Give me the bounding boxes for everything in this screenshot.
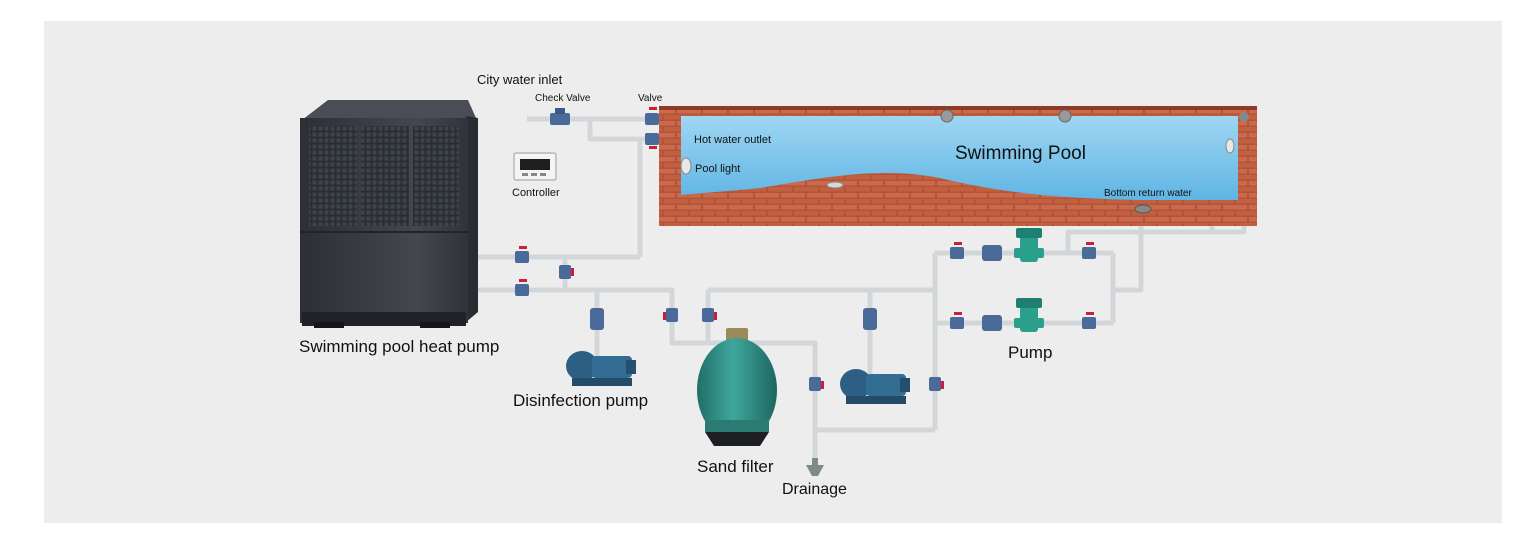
sand-filter-tank-icon <box>697 328 777 446</box>
ball-valve-icon <box>559 265 574 279</box>
skimmer-icon <box>940 109 954 123</box>
diagram-panel <box>44 21 1502 523</box>
disinfection-pump-icon <box>566 351 636 386</box>
inline-pump-icon <box>1014 298 1044 332</box>
pipe-inlet-branch <box>587 119 643 257</box>
check-valve-icon <box>863 308 877 330</box>
sand-filter-label: Sand filter <box>697 457 774 476</box>
hot-water-outlet-label: Hot water outlet <box>694 134 771 146</box>
pool-light-icon <box>680 157 692 175</box>
pool-coping <box>659 106 1257 110</box>
bottom-drain-icon <box>1134 204 1152 214</box>
ball-valve-icon <box>515 279 529 296</box>
heat-pump-label: Swimming pool heat pump <box>299 337 499 356</box>
pool-water <box>681 116 1238 200</box>
circulation-pump-icon <box>840 369 910 404</box>
ball-valve-icon <box>809 377 824 391</box>
check-valve-icon <box>982 315 1002 331</box>
heat-pump-grille-left <box>309 126 357 226</box>
swimming-pool-label: Swimming Pool <box>955 143 1086 164</box>
bottom-return-water-label: Bottom return water <box>1104 188 1192 199</box>
pump-label: Pump <box>1008 343 1052 362</box>
skimmer-icon <box>1058 109 1072 123</box>
swimming-pool <box>659 106 1257 226</box>
drain-icon <box>806 458 824 476</box>
city-water-inlet-label: City water inlet <box>477 72 563 87</box>
ball-valve-icon <box>950 312 964 329</box>
inline-pump-icon <box>1014 228 1044 262</box>
floor-fitting-icon <box>826 181 844 189</box>
ball-valve-icon <box>663 308 678 322</box>
ball-valve-icon <box>929 377 944 391</box>
check-valve-icon <box>550 108 570 125</box>
pipe-manifold-to-bottom <box>1113 213 1144 293</box>
valves <box>515 107 1096 391</box>
drainage-label: Drainage <box>782 481 847 498</box>
ball-valve-icon <box>702 308 717 322</box>
heat-pump-grille-right <box>361 126 409 226</box>
check-valve-icon <box>982 245 1002 261</box>
ball-valve-icon <box>515 246 529 263</box>
check-valve-icon <box>590 308 604 330</box>
heat-pump-foot <box>314 322 344 328</box>
disinfection-pump-label: Disinfection pump <box>513 391 648 410</box>
heat-pump-foot <box>420 322 450 328</box>
controller-icon <box>513 152 557 181</box>
wall-inlet-icon <box>1239 112 1249 122</box>
heat-pump-top <box>302 100 476 120</box>
heat-pump-side <box>466 116 478 322</box>
check-valve-label: Check Valve <box>535 93 591 104</box>
ball-valve-icon <box>645 107 659 125</box>
controller-label: Controller <box>512 187 560 199</box>
ball-valve-icon <box>1082 312 1096 329</box>
heat-pump-grille-side <box>413 126 459 226</box>
ball-valve-icon <box>645 133 659 149</box>
labels: City water inlet Check Valve Valve Hot w… <box>299 72 1192 498</box>
pool-light-label: Pool light <box>695 163 740 175</box>
heat-pump-unit-icon <box>300 100 478 328</box>
pool-light-icon <box>1225 138 1235 154</box>
ball-valve-icon <box>950 242 964 259</box>
ball-valve-icon <box>1082 242 1096 259</box>
valve-label: Valve <box>638 93 663 104</box>
